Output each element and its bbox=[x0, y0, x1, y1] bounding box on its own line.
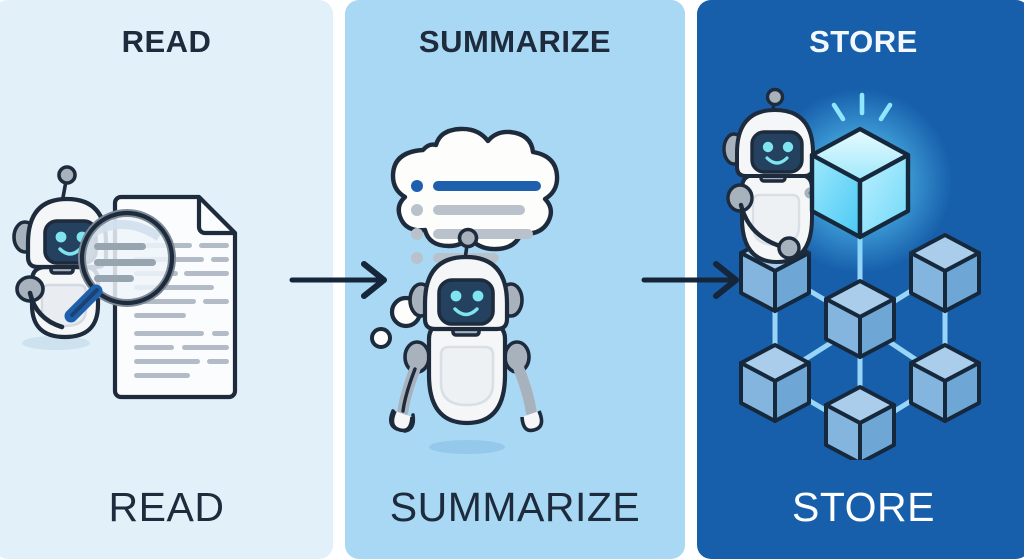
robot-eye-left bbox=[762, 141, 774, 153]
stage-caption-read: READ bbox=[108, 484, 225, 530]
block-node bbox=[909, 233, 981, 313]
robot-thinker bbox=[388, 227, 544, 433]
antenna-ball bbox=[457, 227, 479, 249]
block-node bbox=[739, 343, 811, 423]
illustration-store bbox=[697, 85, 1024, 460]
stage-caption-store: STORE bbox=[792, 484, 935, 530]
new-block-cube bbox=[809, 126, 911, 240]
block-node bbox=[824, 279, 896, 359]
flow-arrow-read-to-summarize bbox=[288, 260, 408, 300]
stage-title-summarize: SUMMARIZE bbox=[418, 24, 612, 59]
sparkle-icon bbox=[831, 92, 893, 122]
robot-eye-right bbox=[782, 141, 794, 153]
robot-shadow bbox=[429, 440, 505, 454]
illustration-summarize bbox=[345, 85, 685, 460]
block-node bbox=[824, 385, 896, 460]
stage-caption-summarize: SUMMARIZE bbox=[389, 484, 641, 530]
robot-smile bbox=[453, 307, 479, 317]
robot-smile bbox=[58, 247, 82, 256]
robot-eye-left bbox=[450, 290, 462, 302]
illustration-read bbox=[0, 85, 333, 460]
block-node bbox=[909, 343, 981, 423]
robot-shadow bbox=[22, 336, 90, 350]
robot-eye-left bbox=[55, 231, 67, 243]
stage-title-read: READ bbox=[121, 24, 212, 59]
stage-panel-store: STORE bbox=[697, 0, 1024, 559]
stage-panel-read: READ bbox=[0, 0, 333, 559]
stage-panel-summarize: SUMMARIZE bbox=[345, 0, 685, 559]
flow-arrow-summarize-to-store bbox=[640, 260, 760, 300]
magnifying-glass-icon bbox=[64, 209, 176, 323]
robot-face-screen bbox=[750, 130, 804, 174]
robot-arm-left bbox=[388, 340, 431, 433]
robot-face-screen bbox=[437, 278, 495, 326]
antenna-ball bbox=[765, 87, 785, 107]
stage-title-store: STORE bbox=[809, 24, 918, 59]
robot-arm-right bbox=[503, 340, 544, 433]
robot-smile bbox=[765, 156, 789, 165]
thought-bubble-dot-small bbox=[370, 327, 392, 349]
robot-eye-right bbox=[472, 290, 484, 302]
antenna-ball bbox=[57, 165, 77, 185]
